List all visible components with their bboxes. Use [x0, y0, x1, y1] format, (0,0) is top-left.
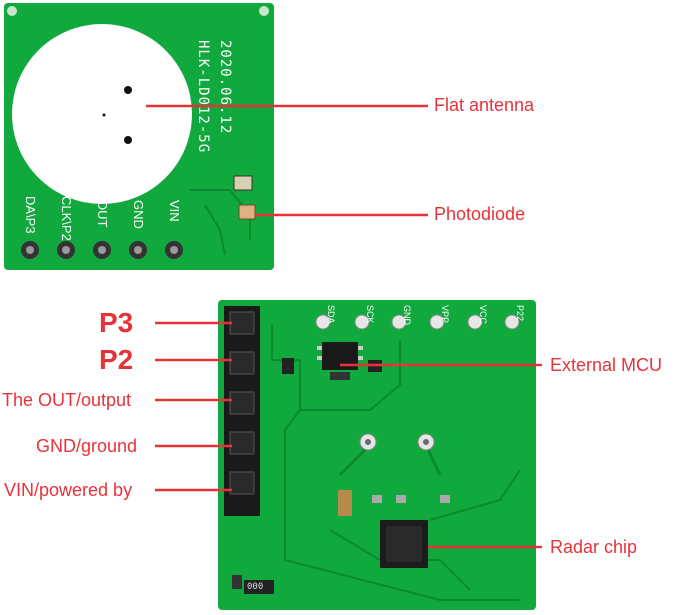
- silk-pad-gnd: GND: [402, 305, 412, 325]
- silk-pin-gnd: GND: [131, 200, 146, 229]
- bottom-top-pads: [315, 314, 520, 330]
- label-p3: P3: [99, 307, 134, 338]
- top-pcb: [4, 3, 274, 270]
- callout-lines: [146, 104, 542, 549]
- label-out: The OUT/output: [2, 390, 132, 410]
- silk-pin-da-p3: DA\P3: [23, 196, 38, 234]
- silk-pin-clk-p2: CLK\P2: [59, 196, 74, 241]
- silk-resistor-code: 000: [247, 582, 264, 592]
- silk-pad-sck: SCK: [365, 305, 375, 324]
- label-p2: P2: [99, 344, 134, 375]
- label-gnd: GND/ground: [36, 436, 138, 456]
- silk-pad-sda: SDA: [326, 305, 336, 324]
- silk-date: 2020.06.12: [217, 40, 233, 135]
- flat-antenna-disc: [12, 24, 192, 204]
- label-photodiode: Photodiode: [434, 204, 526, 224]
- silk-pin-out: OUT: [95, 200, 110, 228]
- bottom-pcb: [218, 300, 536, 610]
- label-vin: VIN/powered by: [4, 480, 133, 500]
- label-external-mcu: External MCU: [550, 355, 663, 375]
- label-flat-antenna: Flat antenna: [434, 95, 535, 115]
- silk-pad-vpp: VPP: [440, 305, 450, 324]
- bottom-header: [224, 306, 260, 516]
- silk-pad-vcc: VCC: [478, 305, 488, 325]
- top-header-pins: [21, 241, 183, 259]
- label-radar-chip: Radar chip: [550, 537, 638, 557]
- silk-pad-p22: P22: [515, 305, 525, 322]
- silk-model: HLK-LD012-5G: [195, 40, 211, 154]
- silk-pin-vin: VIN: [167, 200, 182, 222]
- photodiode-part: [238, 204, 256, 220]
